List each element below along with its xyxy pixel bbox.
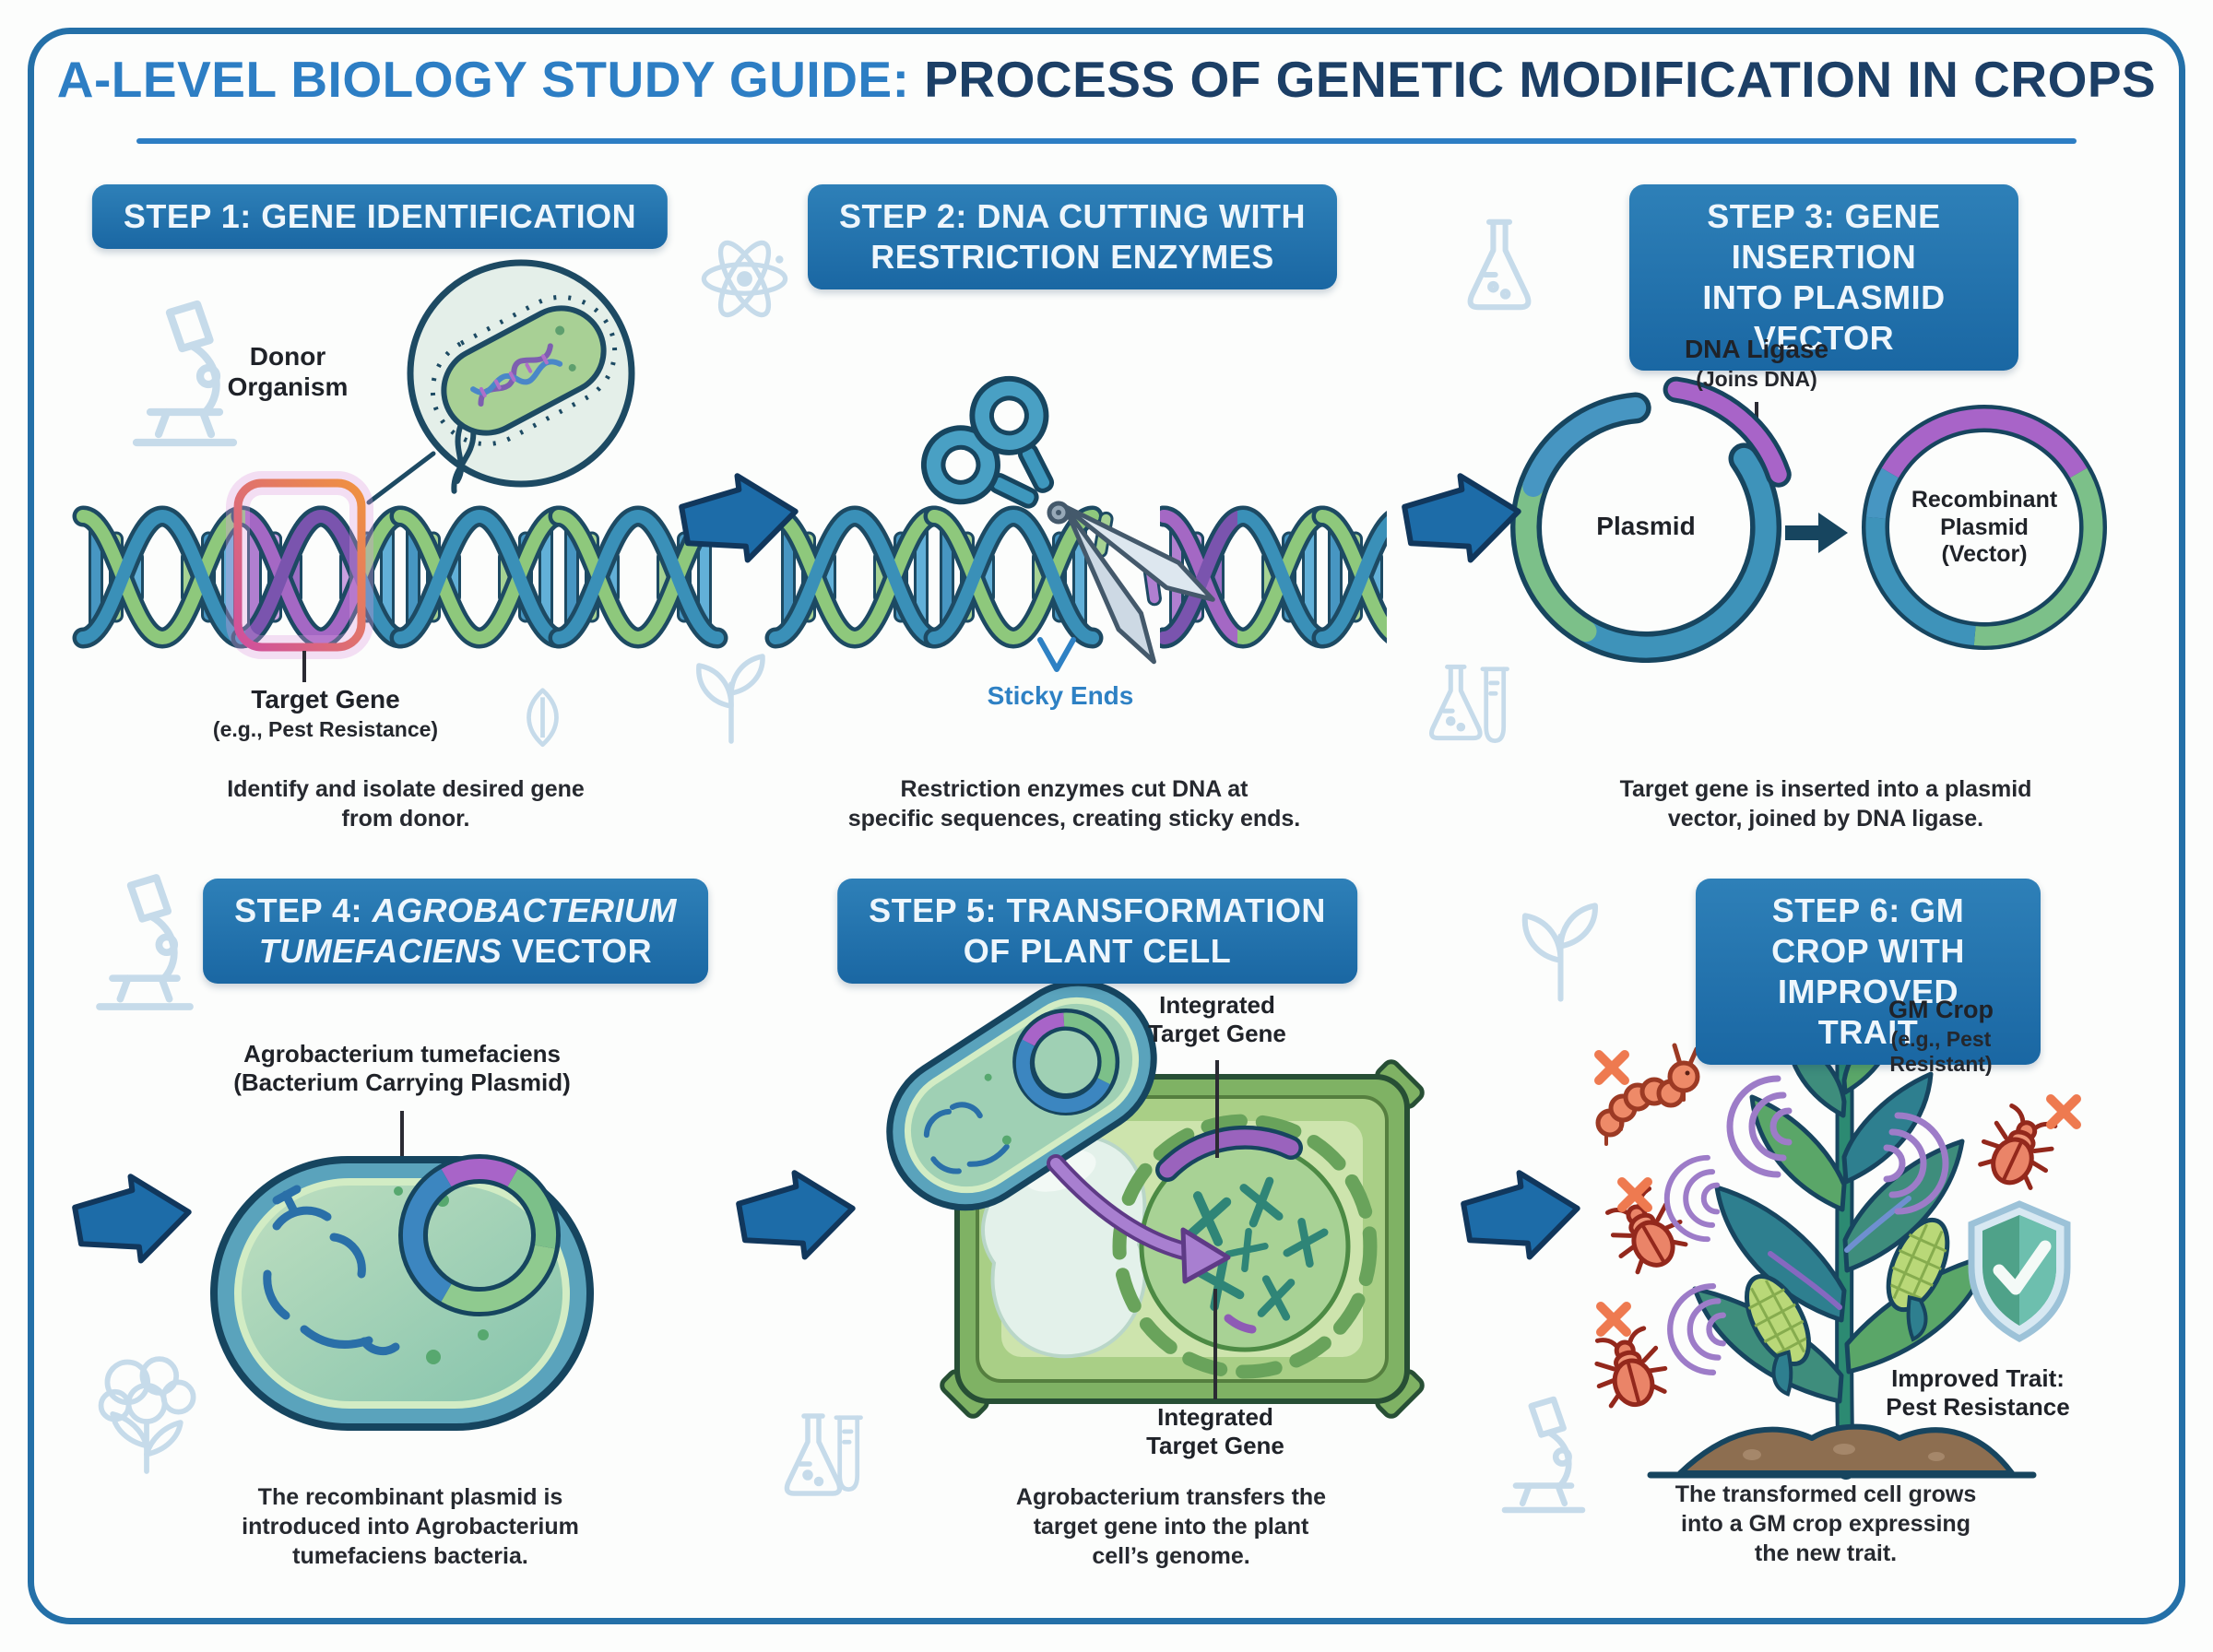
caterpillar-icon [1595, 1043, 1700, 1146]
integrated-gene-label-bottom: Integrated Target Gene [1146, 1403, 1284, 1459]
sticky-ends-label: Sticky Ends [987, 681, 1134, 710]
step5-caption: Agrobacterium transfers the target gene … [1015, 1484, 1327, 1569]
corn-cob [1886, 1217, 1950, 1342]
step2-illustration [775, 375, 1481, 672]
step2-caption: Restriction enzymes cut DNA at specific … [847, 776, 1301, 832]
plant-cell [886, 979, 1425, 1419]
dna-ligase-sub: (Joins DNA) [1696, 367, 1817, 391]
donor-connector-line [366, 451, 436, 505]
dna-ligase-label: DNA Ligase [1684, 335, 1829, 363]
plasmid-ring-icon [398, 1154, 561, 1316]
soil-mound [1647, 1423, 2037, 1479]
gm-crop-label: GM Crop [1888, 996, 1994, 1023]
integrated-gene-label-top: Integrated Target Gene [1148, 991, 1286, 1047]
title-underline [136, 138, 2077, 144]
agrobacterium-label: Agrobacterium tumefaciens (Bacterium Car… [233, 1040, 571, 1096]
step4-caption: The recombinant plasmid is introduced in… [242, 1484, 579, 1569]
page-title: A-LEVEL BIOLOGY STUDY GUIDE: PROCESS OF … [0, 50, 2213, 109]
recombinant-plasmid-label: Recombinant Plasmid (Vector) [1911, 487, 2058, 567]
plasmid-ring-open [1510, 376, 1792, 663]
plasmid-label: Plasmid [1596, 512, 1696, 540]
scissors-icon [920, 375, 1215, 665]
step5-header: STEP 5: TRANSFORMATION OF PLANT CELL [837, 879, 1357, 984]
step6-header: STEP 6: GM CROP WITH IMPROVED TRAIT [1696, 879, 2041, 1065]
donor-organism-label: Donor Organism [227, 342, 349, 402]
step1-header: STEP 1: GENE IDENTIFICATION [91, 184, 669, 249]
step3-header: STEP 3: GENE INSERTION INTO PLASMID VECT… [1629, 184, 2018, 371]
target-gene-highlight-box [226, 471, 373, 659]
donor-bacterium-icon [430, 294, 618, 494]
join-arrow-icon [1785, 513, 1848, 553]
organelle-squiggles [263, 1185, 400, 1356]
gm-crop-sub: (e.g., Pest Resistant) [1889, 1027, 1993, 1077]
title-part2: PROCESS OF GENETIC MODIFICATION IN CROPS [909, 51, 2157, 108]
corn-cob [1744, 1273, 1812, 1397]
improved-trait-label: Improved Trait: Pest Resistance [1886, 1364, 2070, 1421]
page-border [28, 28, 2185, 1624]
nucleus [1112, 1114, 1378, 1379]
step3-illustration [1510, 376, 2107, 663]
target-gene-example: (e.g., Pest Resistance) [212, 717, 439, 741]
step6-caption: The transformed cell grows into a GM cro… [1675, 1481, 1977, 1566]
target-gene-fragment [1663, 376, 1792, 488]
step1-caption: Identify and isolate desired gene from d… [227, 776, 585, 832]
gene-transfer-arrow [1047, 1154, 1231, 1284]
step2-header: STEP 2: DNA CUTTING WITH RESTRICTION ENZ… [808, 184, 1337, 289]
agrobacterium-cell [210, 1111, 594, 1431]
target-gene-label: Target Gene [251, 685, 400, 714]
step3-caption: Target gene is inserted into a plasmid v… [1619, 776, 2032, 832]
step1-illustration [83, 259, 717, 682]
title-part1: A-LEVEL BIOLOGY STUDY GUIDE: [56, 51, 910, 108]
sticky-ends-chevron [1037, 637, 1076, 672]
recombinant-plasmid-ring [1862, 405, 2107, 650]
entering-bacterium-icon [886, 979, 1157, 1211]
